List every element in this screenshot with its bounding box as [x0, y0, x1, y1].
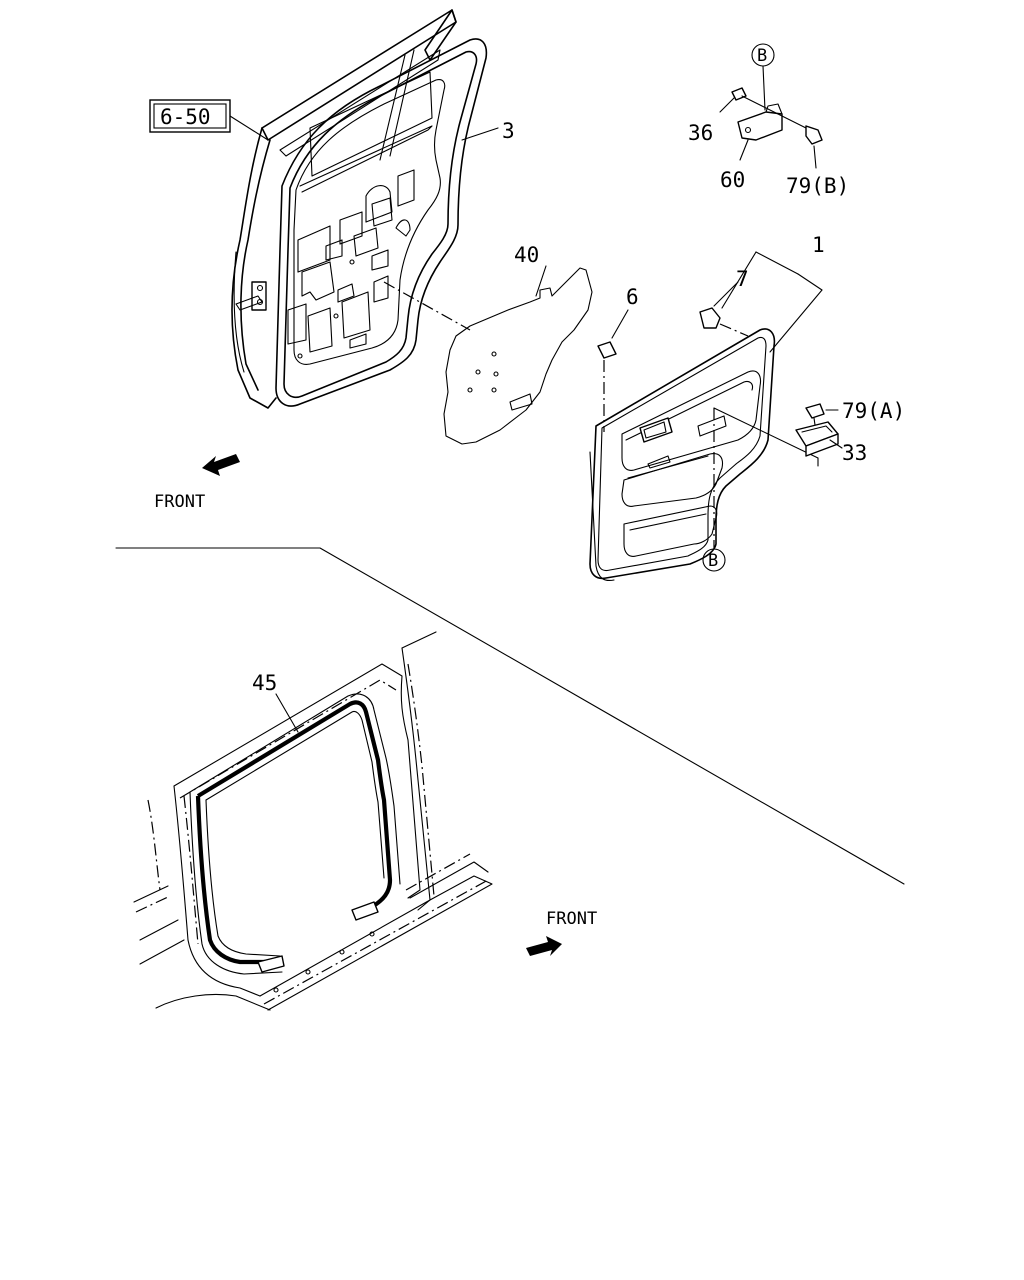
callout-1-label: 1 — [812, 233, 825, 257]
front-arrow-left-icon — [202, 454, 240, 476]
circle-b-top-label: B — [757, 46, 767, 66]
screw-79a-icon — [805, 403, 825, 419]
door-outer-frame — [231, 9, 457, 409]
front-indicator-lower: FRONT — [526, 909, 597, 956]
callout-40-label: 40 — [514, 243, 539, 267]
reference-box: 6-50 — [149, 99, 269, 141]
body-door-opening: 45 — [133, 631, 493, 1011]
callout-3: 3 — [461, 119, 515, 143]
callout-60-label: 60 — [720, 168, 745, 192]
callout-7-label: 7 — [736, 267, 749, 291]
callout-33-label: 33 — [842, 441, 867, 465]
callout-36-label: 36 — [688, 121, 713, 145]
clip-6-icon — [597, 341, 617, 359]
front-indicator-upper: FRONT — [154, 454, 240, 512]
cap-33: 33 — [795, 421, 867, 465]
door-weatherstrip — [275, 38, 488, 407]
door-inner-panel — [287, 71, 446, 365]
callout-79b-label: 79(B) — [786, 174, 849, 198]
reference-box-label: 6-50 — [160, 105, 211, 129]
callout-6-label: 6 — [626, 285, 639, 309]
circle-b-bottom-label: B — [708, 551, 718, 571]
callout-79a-label: 79(A) — [842, 399, 905, 423]
waterproof-sheet: 40 — [443, 243, 593, 445]
door-trim-panel: 1 7 6 B — [589, 233, 825, 582]
bracket-assembly: B 36 60 79(B) — [688, 43, 849, 198]
section-divider — [115, 547, 905, 885]
front-arrow-right-icon — [526, 936, 562, 956]
callout-45-label: 45 — [252, 671, 277, 695]
screw-79a: 79(A) — [805, 399, 905, 433]
front-label-lower: FRONT — [546, 909, 597, 929]
clip-7-icon — [699, 307, 721, 329]
front-label-upper: FRONT — [154, 492, 205, 512]
callout-3-label: 3 — [502, 119, 515, 143]
